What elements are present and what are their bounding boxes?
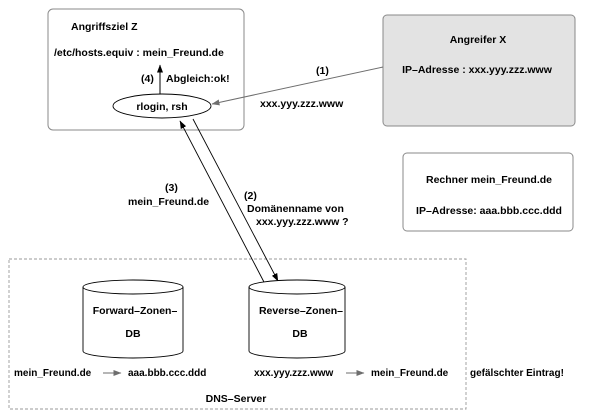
step2-text-line2: xxx.yyy.zzz.www ?: [256, 216, 349, 228]
friend-host-title: Rechner mein_Freund.de: [426, 174, 552, 186]
step2-text-line1: Domänenname von: [247, 203, 344, 215]
rlogin-service-label: rlogin, rsh: [136, 101, 187, 113]
target-title: Angriffsziel Z: [71, 21, 138, 33]
reverse-mapping-to: mein_Freund.de: [371, 368, 449, 379]
forward-zone-db-label: Forward–Zonen–: [93, 305, 178, 317]
forward-mapping-to: aaa.bbb.ccc.ddd: [128, 368, 206, 379]
forward-zone-db: Forward–Zonen– DB: [82, 279, 184, 359]
reverse-zone-db-label-db: DB: [292, 328, 308, 340]
step3-text: mein_Freund.de: [128, 196, 209, 208]
step1-number: (1): [316, 65, 329, 77]
step2-query-arrow: [192, 118, 279, 282]
fake-entry-note: gefälschter Eintrag!: [470, 368, 564, 379]
forward-mapping-from: mein_Freund.de: [14, 368, 92, 379]
step3-number: (3): [165, 182, 178, 194]
step2-number: (2): [244, 190, 257, 202]
reverse-zone-db: Reverse–Zonen– DB: [248, 279, 346, 359]
attack-arrow: [211, 66, 384, 106]
reverse-mapping-from: xxx.yyy.zzz.www: [254, 368, 334, 379]
hosts-equiv-line: /etc/hosts.equiv : mein_Freund.de: [54, 47, 224, 59]
step4-number: (4): [141, 73, 154, 85]
attacker-title: Angreifer X: [450, 34, 507, 46]
spoofed-source-ip: xxx.yyy.zzz.www: [260, 98, 344, 110]
friend-host-ip: IP–Adresse: aaa.bbb.ccc.ddd: [416, 205, 562, 217]
dns-server-region: [8, 258, 467, 410]
dns-server-label: DNS–Server: [206, 393, 267, 405]
reverse-zone-db-label: Reverse–Zonen–: [259, 305, 343, 317]
rlogin-service-ellipse: [112, 93, 212, 119]
step4-text: Abgleich:ok!: [166, 73, 230, 85]
friend-host-box: [402, 152, 574, 232]
step3-answer-arrow: [179, 120, 266, 285]
attacker-box: [382, 14, 576, 127]
attacker-ip: IP–Adresse : xxx.yyy.zzz.www: [402, 64, 553, 76]
forward-zone-db-label-db: DB: [125, 328, 141, 340]
